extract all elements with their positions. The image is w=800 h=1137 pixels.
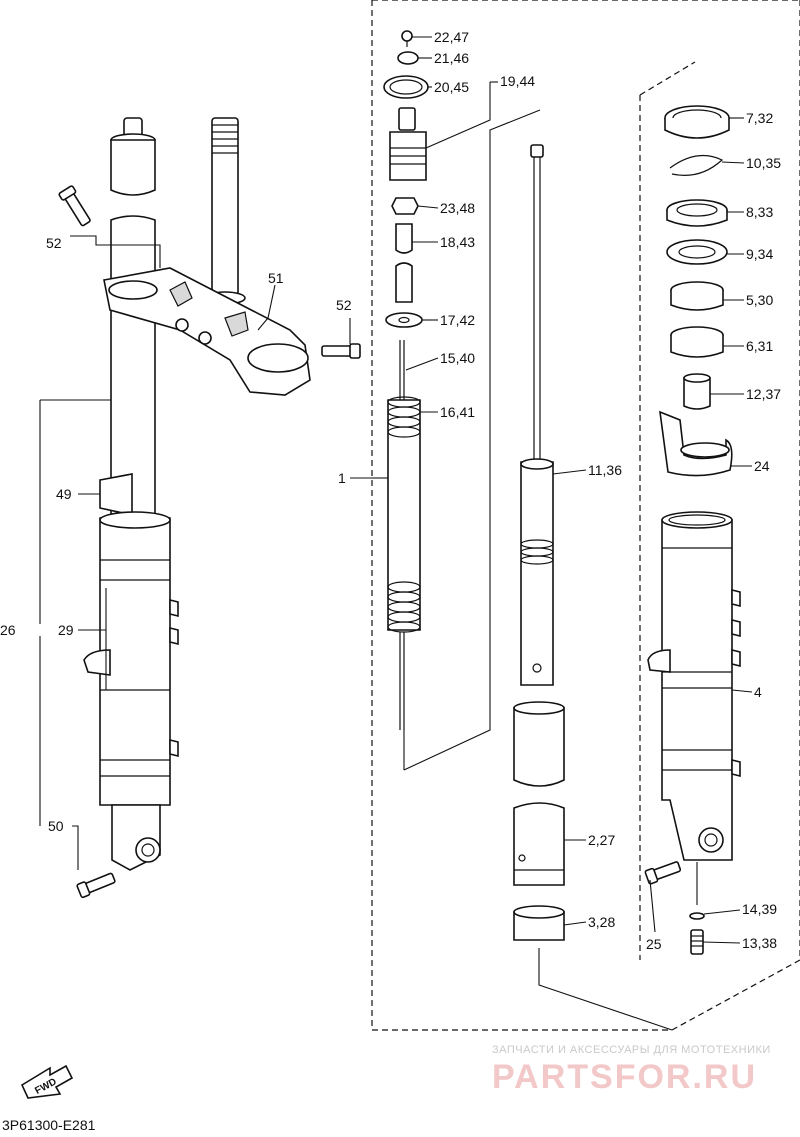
callout-17-42: 17,42 xyxy=(440,312,475,328)
callout-8-33: 8,33 xyxy=(746,204,773,220)
callout-52-right: 52 xyxy=(336,297,352,313)
callout-12-37: 12,37 xyxy=(746,386,781,402)
callout-14-39: 14,39 xyxy=(742,901,777,917)
assembled-fork xyxy=(58,117,361,899)
callout-23-48: 23,48 xyxy=(440,200,475,216)
callout-18-43: 18,43 xyxy=(440,234,475,250)
callout-29: 29 xyxy=(58,622,74,638)
leader-lines xyxy=(39,36,753,944)
callout-16-41: 16,41 xyxy=(440,404,475,420)
callout-9-34: 9,34 xyxy=(746,246,773,262)
callout-labels: 22,47 21,46 20,45 19,44 23,48 18,43 17,4… xyxy=(0,29,781,952)
callout-52-top: 52 xyxy=(46,235,62,251)
callout-2-27: 2,27 xyxy=(588,832,615,848)
callout-15-40: 15,40 xyxy=(440,350,475,366)
callout-22-47: 22,47 xyxy=(434,29,469,45)
callout-20-45: 20,45 xyxy=(434,79,469,95)
callout-6-31: 6,31 xyxy=(746,338,773,354)
callout-3-28: 3,28 xyxy=(588,914,615,930)
callout-4: 4 xyxy=(754,684,762,700)
watermark-tagline: ЗАПЧАСТИ И АКСЕССУАРЫ ДЛЯ МОТОТЕХНИКИ xyxy=(492,1044,771,1056)
callout-21-46: 21,46 xyxy=(434,50,469,66)
diagram-code: 3P61300-E281 xyxy=(2,1117,96,1133)
callout-5-30: 5,30 xyxy=(746,292,773,308)
damper-cartridge-parts xyxy=(372,30,673,1031)
watermark: ЗАПЧАСТИ И АКСЕССУАРЫ ДЛЯ МОТОТЕХНИКИ PA… xyxy=(492,1044,771,1096)
callout-24: 24 xyxy=(754,458,770,474)
callout-25: 25 xyxy=(646,936,662,952)
callout-50: 50 xyxy=(48,818,64,834)
assembly-boundary xyxy=(371,0,800,1031)
callout-19-44: 19,44 xyxy=(500,73,535,89)
callout-13-38: 13,38 xyxy=(742,935,777,951)
watermark-brand: PARTSFOR.RU xyxy=(492,1058,757,1096)
callout-51: 51 xyxy=(268,270,284,286)
callout-49: 49 xyxy=(56,486,72,502)
callout-26: 26 xyxy=(0,622,16,638)
fwd-arrow-icon: FWD xyxy=(20,1064,74,1099)
callout-11-36: 11,36 xyxy=(588,462,622,478)
callout-7-32: 7,32 xyxy=(746,110,773,126)
callout-1: 1 xyxy=(338,470,346,486)
callout-10-35: 10,35 xyxy=(746,155,781,171)
outer-tube-parts xyxy=(639,61,741,960)
